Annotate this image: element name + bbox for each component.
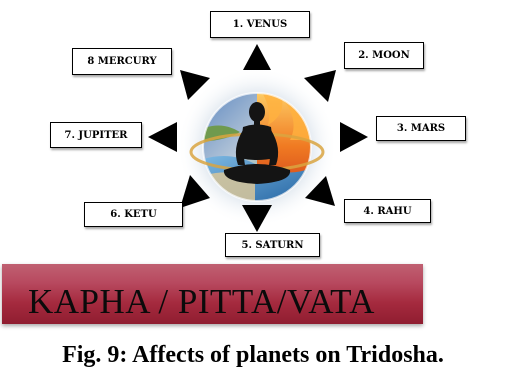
- label-moon: 2. MOON: [344, 42, 424, 69]
- figure-caption: Fig. 9: Affects of planets on Tridosha.: [0, 342, 506, 369]
- arrow-north: [243, 44, 271, 70]
- arrow-west: [148, 122, 177, 152]
- arrow-east: [340, 122, 368, 152]
- label-rahu: 4. RAHU: [344, 199, 431, 223]
- label-mars: 3. MARS: [376, 116, 466, 141]
- label-ketu: 6. KETU: [84, 202, 183, 227]
- banner-title: KAPHA / PITTA/VATA: [28, 282, 375, 322]
- label-venus: 1. VENUS: [210, 11, 310, 38]
- label-mercury: 8 MERCURY: [72, 48, 172, 75]
- label-jupiter: 7. JUPITER: [50, 122, 142, 148]
- label-saturn: 5. SATURN: [225, 233, 320, 257]
